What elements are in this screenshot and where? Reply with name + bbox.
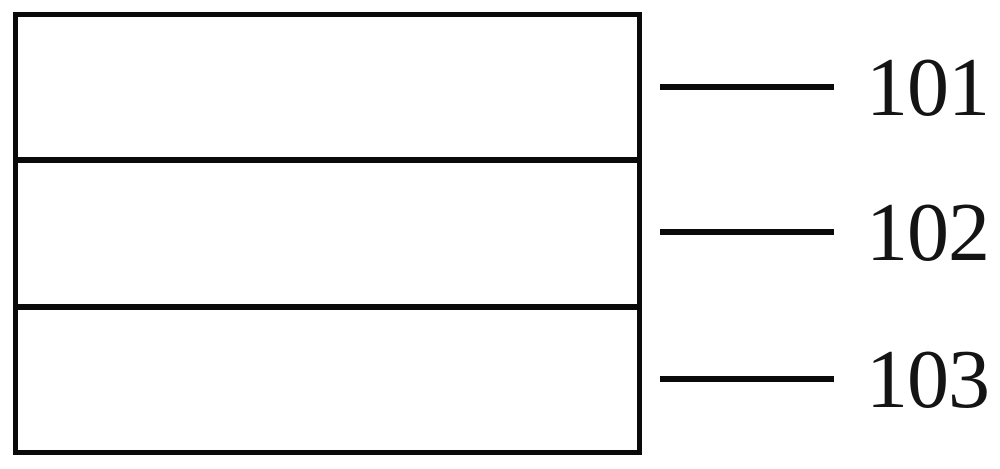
- leader-line-103: [660, 376, 834, 382]
- layer-region-102: [18, 163, 637, 310]
- ref-label-103: 103: [866, 333, 990, 426]
- leader-line-102: [660, 229, 834, 235]
- layer-region-101: [18, 17, 637, 164]
- leader-line-101: [660, 84, 834, 90]
- ref-label-102: 102: [866, 186, 990, 279]
- layer-stack: [13, 12, 642, 455]
- layer-region-103: [18, 309, 637, 450]
- ref-label-101: 101: [866, 41, 990, 134]
